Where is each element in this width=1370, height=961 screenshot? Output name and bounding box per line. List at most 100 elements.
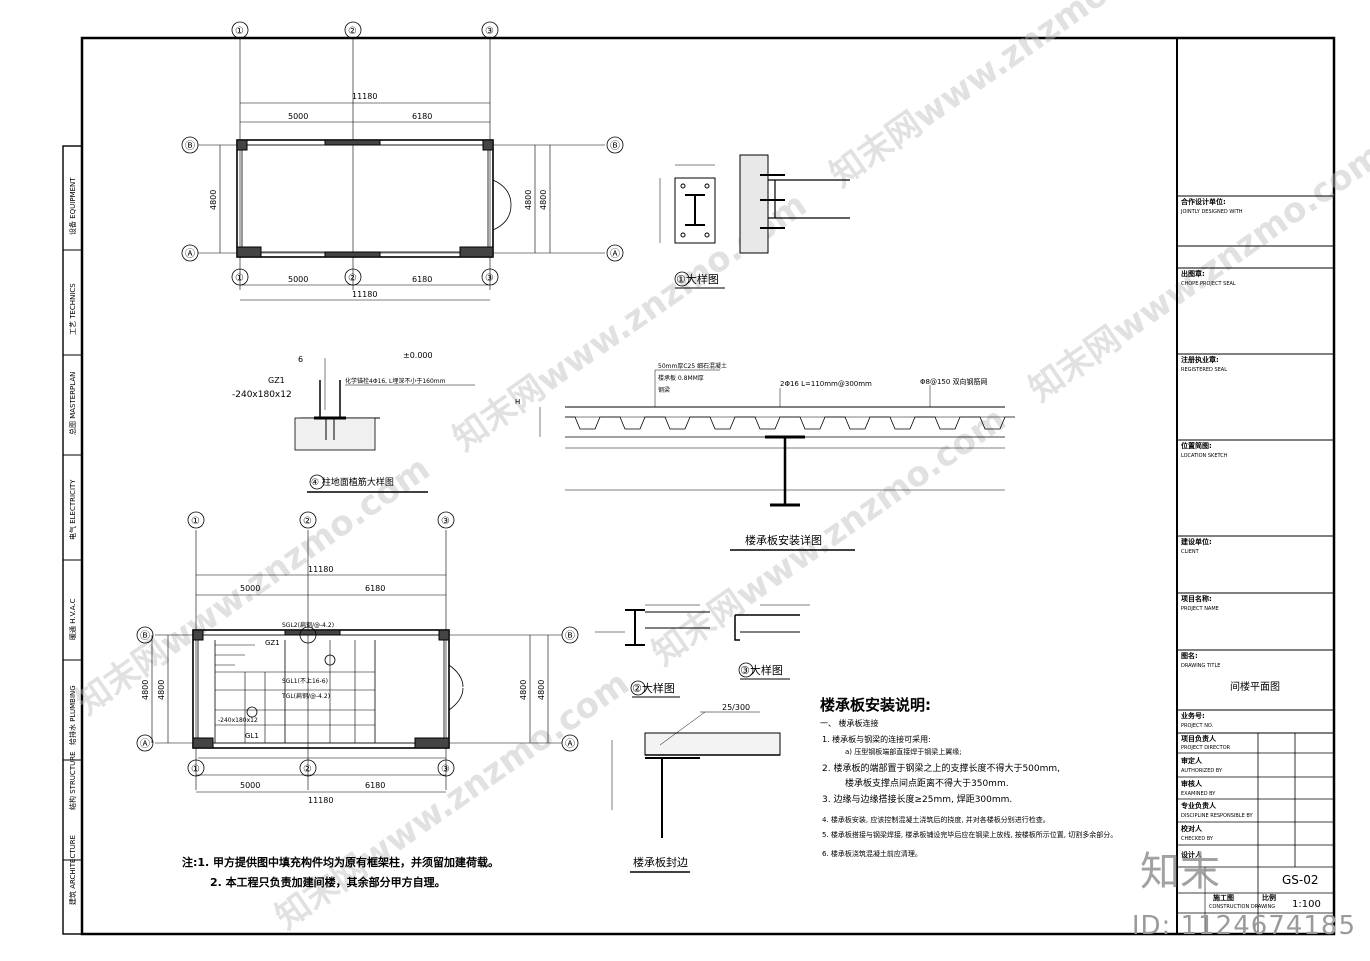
- bottom-plan-labels: ① ② ③ ① ② ③ Ⓑ Ⓐ Ⓑ Ⓐ 11180 5000 6180 5000…: [140, 516, 575, 805]
- deck-title: 楼承板安装详图: [745, 533, 822, 547]
- strip-label-0: 建筑 ARCHITECTURE: [68, 835, 77, 905]
- axis-1-bottom: ①: [235, 273, 244, 284]
- b-axis-1-top: ①: [191, 516, 200, 527]
- detail-1-title: ①大样图: [676, 272, 719, 286]
- install-s2b: 楼承板支撑点间点距离不得大于350mm.: [845, 777, 1009, 789]
- install-s6: 6. 楼承板浇筑混凝土前应清理。: [822, 849, 922, 858]
- b-dim-total-top: 11180: [308, 565, 333, 574]
- deck-l2: 楼承板 0.8MM厚: [658, 374, 704, 382]
- b-dim-b-top: 6180: [365, 584, 385, 593]
- watermark-3: 知末网www.znzmo.com: [823, 0, 1191, 195]
- dim-h-right1: 4800: [524, 190, 533, 210]
- tb-examiner-en: EXAMINED BY: [1181, 791, 1216, 797]
- b-axis-2-top: ②: [303, 516, 312, 527]
- b-dim-h-left1: 4800: [141, 680, 150, 700]
- install-s1: 一、 楼承板连接: [820, 718, 879, 728]
- tb-approver: 审定人: [1181, 756, 1203, 765]
- strip-label-4: 电气 ELECTRICITY: [68, 479, 77, 540]
- b-axis-b-right: Ⓑ: [565, 630, 575, 642]
- tb-status: 施工图: [1213, 893, 1234, 902]
- tb-seal: 出图章:: [1181, 269, 1205, 278]
- deck-l5: Φ8@150 双向钢筋网: [920, 377, 988, 386]
- note-2: 2. 本工程只负责加建间楼，其余部分甲方自理。: [210, 875, 446, 889]
- dim-b-top: 6180: [412, 112, 432, 121]
- strip-label-6: 工艺 TECHNICS: [69, 283, 77, 335]
- detail-1: [659, 154, 850, 289]
- tb-client-en: CLIENT: [1181, 549, 1200, 555]
- tb-reg-en: REGISTERED SEAL: [1181, 367, 1227, 373]
- axis-b-left: Ⓑ: [185, 140, 195, 152]
- tb-dwgtitle: 图名:: [1181, 651, 1198, 660]
- axis-a-left: Ⓐ: [185, 248, 195, 260]
- tb-director: 项目负责人: [1181, 734, 1217, 743]
- deck-l4: 2Φ16 L=110mm@300mm: [780, 380, 872, 388]
- install-s3: 3. 边缘与边缘搭接长度≥25mm, 焊距300mm.: [822, 793, 1012, 805]
- dim-a-bottom: 5000: [288, 275, 308, 284]
- tb-scale: 1:100: [1292, 899, 1321, 910]
- strip-label-3: 暖通 H.V.A.C: [68, 598, 77, 640]
- strip-label-7: 设备 EQUIPMENT: [68, 177, 77, 235]
- tb-reg: 注册执业章:: [1181, 355, 1219, 364]
- edge-slope: 25/300: [722, 703, 750, 712]
- b-dim-total-bottom: 11180: [308, 796, 333, 805]
- dim-h-right2: 4800: [539, 190, 548, 210]
- drawing-border: [80, 36, 1336, 936]
- b-label-gl1: GL1: [245, 732, 259, 740]
- dim-total-top: 11180: [352, 92, 377, 101]
- detail-3-title: ③大样图: [740, 663, 783, 677]
- axis-a-right: Ⓐ: [610, 248, 620, 260]
- tb-seal-en: CHOPE PROJECT SEAL: [1181, 281, 1236, 287]
- b-dim-a-top: 5000: [240, 584, 260, 593]
- deck-l1: 50mm厚C25 细石混凝土: [658, 362, 727, 370]
- tb-discipline-en: DISCIPLINE RESPONSIBLE BY: [1181, 813, 1253, 819]
- strip-label-5: 总图 MASTERPLAN: [68, 372, 77, 435]
- left-strip-dividers: [63, 249, 82, 861]
- install-s1b: a) 压型钢板端部直接焊于钢梁上翼缘;: [845, 747, 962, 756]
- note-1: 注:1. 甲方提供图中填充构件均为原有框架柱，并须留加建荷载。: [182, 855, 499, 869]
- deck-detail: [539, 369, 1015, 551]
- detail-4-gz: GZ1: [268, 376, 285, 385]
- b-axis-b-left: Ⓑ: [140, 630, 150, 642]
- axis-3-bottom: ③: [485, 273, 494, 284]
- watermarks: 知末网www.znzmo.com 知末网www.znzmo.com 知末网www…: [69, 0, 1370, 938]
- b-axis-3-top: ③: [441, 516, 450, 527]
- axis-1-top: ①: [235, 26, 244, 37]
- strip-label-1: 结构 STRUCTURE: [68, 751, 77, 810]
- b-dim-h-right2: 4800: [537, 680, 546, 700]
- edge-detail: [611, 711, 781, 873]
- b-dim-h-left2: 4800: [157, 680, 166, 700]
- strip-label-2: 给排水 PLUMBING: [68, 685, 77, 745]
- detail-4-elev: ±0.000: [403, 351, 433, 360]
- tb-dwgtitle-en: DRAWING TITLE: [1181, 663, 1220, 669]
- detail-4-plate: -240x180x12: [232, 390, 292, 400]
- b-dim-h-right1: 4800: [519, 680, 528, 700]
- tb-projno: 业务号:: [1181, 711, 1205, 720]
- b-label-sgl1: SGL1(不上16-6): [282, 677, 328, 685]
- b-dim-a-bottom: 5000: [240, 781, 260, 790]
- tb-client: 建设单位:: [1181, 537, 1212, 546]
- brand-logo: 知末: [1140, 849, 1220, 895]
- axis-2-bottom: ②: [348, 273, 357, 284]
- axis-b-right: Ⓑ: [610, 140, 620, 152]
- edge-title: 楼承板封边: [633, 855, 688, 869]
- tb-checker-en: CHECKED BY: [1181, 836, 1214, 842]
- dim-b-bottom: 6180: [412, 275, 432, 284]
- tb-joint-en: JOINTLY DESIGNED WITH: [1180, 209, 1243, 215]
- title-block-text: 合作设计单位: JOINTLY DESIGNED WITH 出图章: CHOPE…: [1180, 197, 1321, 910]
- image-id: ID: 1124674185: [1131, 911, 1356, 941]
- detail-4: [294, 358, 475, 493]
- install-s1a: 1. 楼承板与钢梁的连接可采用:: [822, 734, 931, 744]
- b-axis-3-bottom: ③: [441, 764, 450, 775]
- tb-status-en: CONSTRUCTION DRAWING: [1209, 904, 1275, 910]
- detail-4-note: 化学锚栓4Φ16, L埋深不小于160mm: [345, 377, 446, 385]
- tb-director-en: PROJECT DIRECTOR: [1181, 745, 1231, 751]
- tb-joint: 合作设计单位:: [1180, 197, 1226, 206]
- top-plan: [181, 21, 624, 301]
- b-axis-a-left: Ⓐ: [140, 738, 150, 750]
- tb-project: 项目名称:: [1181, 594, 1212, 603]
- deck-h: H: [515, 398, 520, 406]
- b-axis-a-right: Ⓐ: [565, 738, 575, 750]
- axis-3-top: ③: [485, 26, 494, 37]
- watermark-5: 知末网www.znzmo.com: [645, 399, 1013, 673]
